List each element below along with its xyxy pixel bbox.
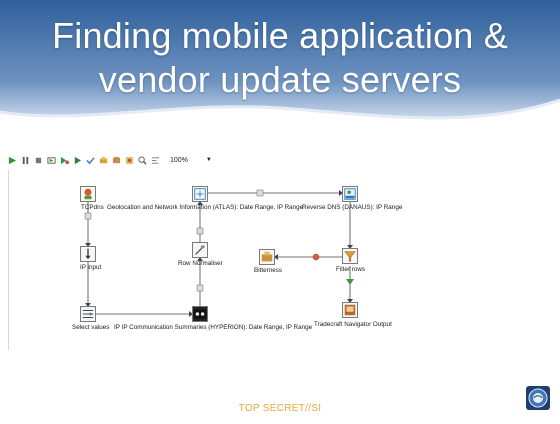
step-tcpdns-label: TCPdns (81, 204, 104, 211)
arrowhead (197, 257, 203, 261)
impact-icon[interactable] (99, 156, 108, 165)
copy-hop-icon (196, 227, 204, 235)
step-ip-input-node[interactable] (80, 246, 96, 262)
row-normaliser-icon (195, 245, 205, 255)
step-danaus-node[interactable] (342, 186, 358, 202)
step-select-values-label: Select values (72, 324, 110, 331)
slide-title: Finding mobile application & vendor upda… (0, 14, 560, 102)
step-tradecraft-node[interactable] (342, 302, 358, 318)
workflow-canvas[interactable] (8, 170, 549, 350)
verify-icon[interactable] (86, 156, 95, 165)
debug-icon[interactable] (60, 156, 69, 165)
workflow-toolbar: 100% ▼ (8, 152, 212, 168)
step-ip-input-label: IP input (80, 264, 102, 271)
step-atlas-node[interactable] (192, 186, 208, 202)
step-bitterness-label: Bitterness (254, 267, 282, 274)
step-tradecraft-label: Tradecraft Navigator Output (314, 321, 392, 328)
title-banner (0, 0, 560, 120)
arrowhead (274, 254, 278, 260)
chevron-down-icon[interactable]: ▼ (205, 157, 212, 163)
zoom-select[interactable]: 100% (170, 156, 188, 164)
step-bitterness-node[interactable] (259, 249, 275, 265)
error-hop-icon (312, 253, 320, 261)
bitterness-icon (261, 251, 273, 262)
copy-hop-icon (256, 189, 264, 197)
tcpdns-icon (84, 188, 92, 200)
arrowhead (347, 299, 353, 303)
step-hyperion-node[interactable] (192, 306, 208, 322)
select-values-icon (82, 310, 94, 318)
input-icon (85, 248, 91, 260)
step-row-normaliser-node[interactable] (192, 242, 208, 258)
explore-icon[interactable] (125, 156, 134, 165)
arrowhead (189, 311, 193, 317)
classification-banner: TOP SECRET//SI (238, 403, 322, 414)
arrowhead (197, 201, 203, 205)
agency-seal-icon (526, 386, 550, 410)
step-hyperion-label: IP IP Communication Summaries (HYPERION)… (114, 324, 313, 331)
output-icon (344, 304, 356, 316)
filter-icon (344, 251, 356, 262)
pause-icon[interactable] (21, 156, 30, 165)
results-icon[interactable] (138, 155, 147, 165)
true-hop-icon (346, 279, 354, 285)
danaus-icon (344, 188, 356, 200)
step-atlas-label: Geolocation and Network Information (ATL… (107, 204, 304, 211)
step-row-normaliser-label: Row Normaliser (178, 260, 223, 267)
step-select-values-node[interactable] (80, 306, 96, 322)
hyperion-icon (193, 309, 207, 319)
arrowhead (85, 243, 91, 247)
arrowhead (347, 245, 353, 249)
step-filter-rows-label: Filter rows (336, 266, 366, 273)
run-icon[interactable] (8, 156, 17, 165)
slide-title-line-1: Finding mobile application & (52, 15, 508, 56)
atlas-icon (194, 188, 206, 200)
step-filter-rows-node[interactable] (342, 248, 358, 264)
sql-icon[interactable] (112, 156, 121, 165)
step-tcpdns-node[interactable] (80, 186, 96, 202)
copy-hop-icon (196, 284, 204, 292)
step-danaus-label: Reverse DNS (DANAUS): IP Range (302, 204, 403, 211)
stop-icon[interactable] (34, 156, 43, 165)
align-icon[interactable] (151, 156, 160, 165)
arrowhead (85, 303, 91, 307)
arrowhead (339, 190, 343, 196)
preview-icon[interactable] (47, 156, 56, 165)
copy-hop-icon (84, 212, 92, 220)
slide-title-line-2: vendor update servers (98, 59, 462, 100)
replay-icon[interactable] (73, 156, 82, 165)
